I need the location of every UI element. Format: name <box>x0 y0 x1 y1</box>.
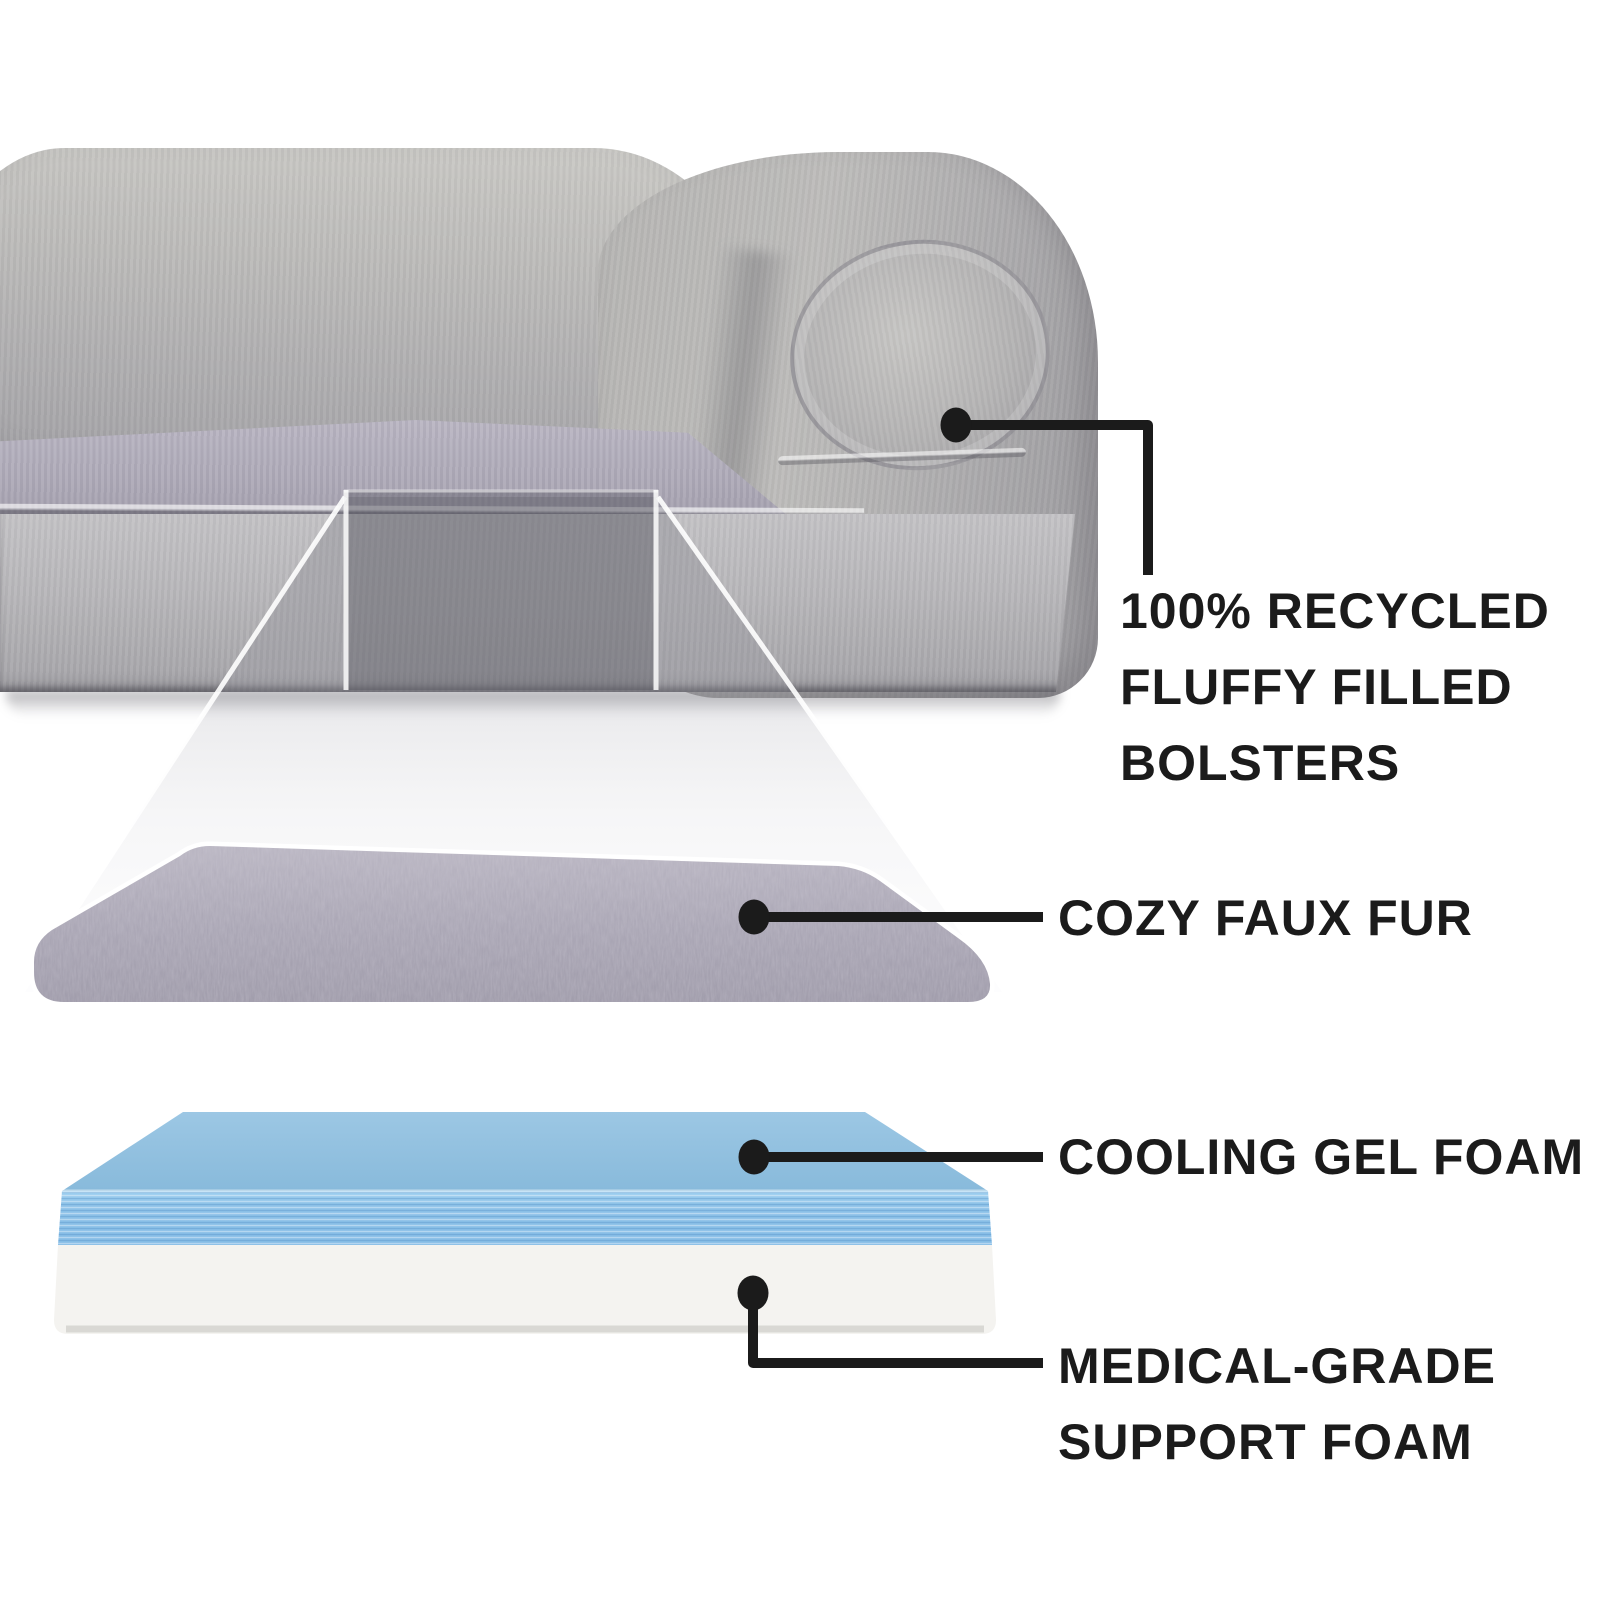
callout-dot <box>737 1275 769 1311</box>
callout-bolster <box>940 407 1153 575</box>
faux-fur-layer <box>29 841 995 1007</box>
label-faux-fur: COZY FAUX FUR <box>1058 890 1473 946</box>
label-support-foam: MEDICAL-GRADE SUPPORT FOAM <box>1058 1328 1496 1480</box>
callout-dot <box>738 1139 770 1175</box>
callout-dot <box>940 407 972 443</box>
label-bolsters-line3: BOLSTERS <box>1120 735 1401 791</box>
label-support-foam-line2: SUPPORT FOAM <box>1058 1414 1473 1470</box>
mattress-top-face <box>62 1112 988 1191</box>
callout-line <box>956 420 1153 575</box>
label-cooling-gel: COOLING GEL FOAM <box>1058 1129 1585 1185</box>
foam-mattress <box>54 1112 996 1334</box>
callout-dot <box>738 899 770 935</box>
callout-line <box>748 1293 1043 1368</box>
callout-support-foam <box>737 1275 1043 1368</box>
cutaway-highlight <box>343 489 659 690</box>
label-bolsters: 100% RECYCLED FLUFFY FILLED BOLSTERS <box>1120 573 1550 801</box>
callout-cooling-gel <box>738 1139 1043 1175</box>
label-support-foam-line1: MEDICAL-GRADE <box>1058 1338 1496 1394</box>
label-bolsters-line1: 100% RECYCLED <box>1120 583 1550 639</box>
callout-faux-fur <box>738 899 1043 935</box>
support-foam-layer <box>54 1245 996 1334</box>
label-bolsters-line2: FLUFFY FILLED <box>1120 659 1513 715</box>
